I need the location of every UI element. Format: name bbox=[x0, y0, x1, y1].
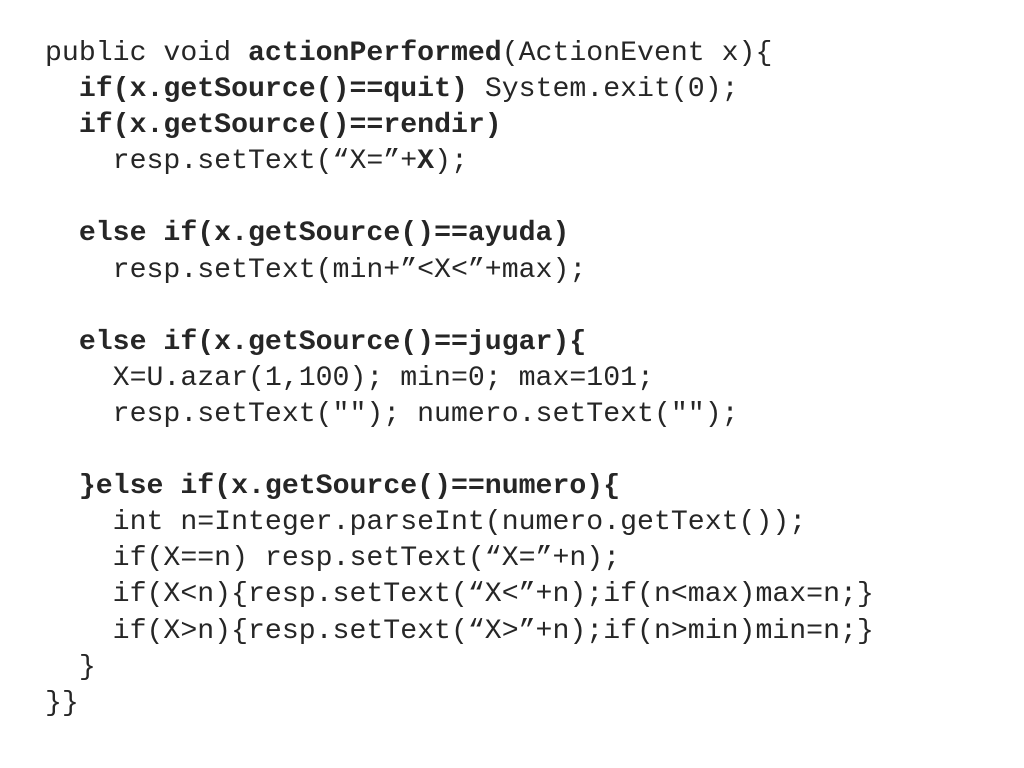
code-block: public void actionPerformed(ActionEvent … bbox=[45, 36, 874, 722]
code-token bbox=[45, 110, 79, 141]
code-token-bold: if(x.getSource()==rendir) bbox=[78, 110, 502, 142]
code-line: resp.setText(""); numero.setText(""); bbox=[45, 397, 874, 433]
code-line: }} bbox=[45, 686, 874, 722]
code-token-bold: else if(x.getSource()==ayuda) bbox=[78, 218, 570, 250]
code-token-bold: X bbox=[417, 146, 435, 178]
code-line bbox=[45, 289, 874, 325]
code-token: X=U.azar(1,100); min=0; max=101; bbox=[45, 362, 654, 394]
code-line: if(x.getSource()==rendir) bbox=[45, 108, 874, 144]
code-line: } bbox=[45, 650, 874, 686]
code-token: int n=Integer.parseInt(numero.getText())… bbox=[45, 507, 807, 539]
code-token: if(X==n) resp.setText(“X=”+n); bbox=[45, 543, 621, 575]
code-token bbox=[45, 74, 79, 105]
code-token: public void bbox=[45, 38, 248, 69]
code-token-bold: actionPerformed bbox=[247, 38, 502, 69]
code-line bbox=[45, 180, 874, 216]
code-token: System.exit(0); bbox=[467, 74, 739, 106]
code-line: resp.setText(“X=”+X); bbox=[45, 144, 874, 180]
code-line: if(X<n){resp.setText(“X<”+n);if(n<max)ma… bbox=[45, 577, 874, 613]
code-line: else if(x.getSource()==jugar){ bbox=[45, 325, 874, 361]
code-line: public void actionPerformed(ActionEvent … bbox=[45, 36, 874, 72]
code-token bbox=[45, 218, 79, 249]
code-line: int n=Integer.parseInt(numero.getText())… bbox=[45, 505, 874, 541]
code-line: resp.setText(min+”<X<”+max); bbox=[45, 253, 874, 289]
code-token: if(X<n){resp.setText(“X<”+n);if(n<max)ma… bbox=[45, 579, 874, 611]
code-line: if(x.getSource()==quit) System.exit(0); bbox=[45, 72, 874, 108]
code-token: (ActionEvent x){ bbox=[501, 38, 773, 69]
code-token: resp.setText(""); numero.setText(""); bbox=[45, 398, 739, 430]
code-token-bold: if(x.getSource()==quit) bbox=[78, 74, 468, 106]
code-token: resp.setText(min+”<X<”+max); bbox=[45, 254, 587, 286]
code-token: ); bbox=[434, 146, 468, 178]
code-token bbox=[45, 471, 79, 502]
code-line: if(X>n){resp.setText(“X>”+n);if(n>min)mi… bbox=[45, 614, 874, 650]
code-line: else if(x.getSource()==ayuda) bbox=[45, 216, 874, 252]
code-line bbox=[45, 433, 874, 469]
code-line: X=U.azar(1,100); min=0; max=101; bbox=[45, 361, 874, 397]
code-token: }} bbox=[45, 687, 79, 719]
code-token bbox=[45, 327, 79, 358]
code-token-bold: }else if(x.getSource()==numero){ bbox=[78, 471, 621, 503]
code-token: } bbox=[45, 651, 96, 683]
code-token: if(X>n){resp.setText(“X>”+n);if(n>min)mi… bbox=[45, 615, 874, 647]
code-token: resp.setText(“X=”+ bbox=[45, 146, 418, 178]
code-line: if(X==n) resp.setText(“X=”+n); bbox=[45, 541, 874, 577]
code-token-bold: else if(x.getSource()==jugar){ bbox=[78, 326, 587, 358]
code-line: }else if(x.getSource()==numero){ bbox=[45, 469, 874, 505]
